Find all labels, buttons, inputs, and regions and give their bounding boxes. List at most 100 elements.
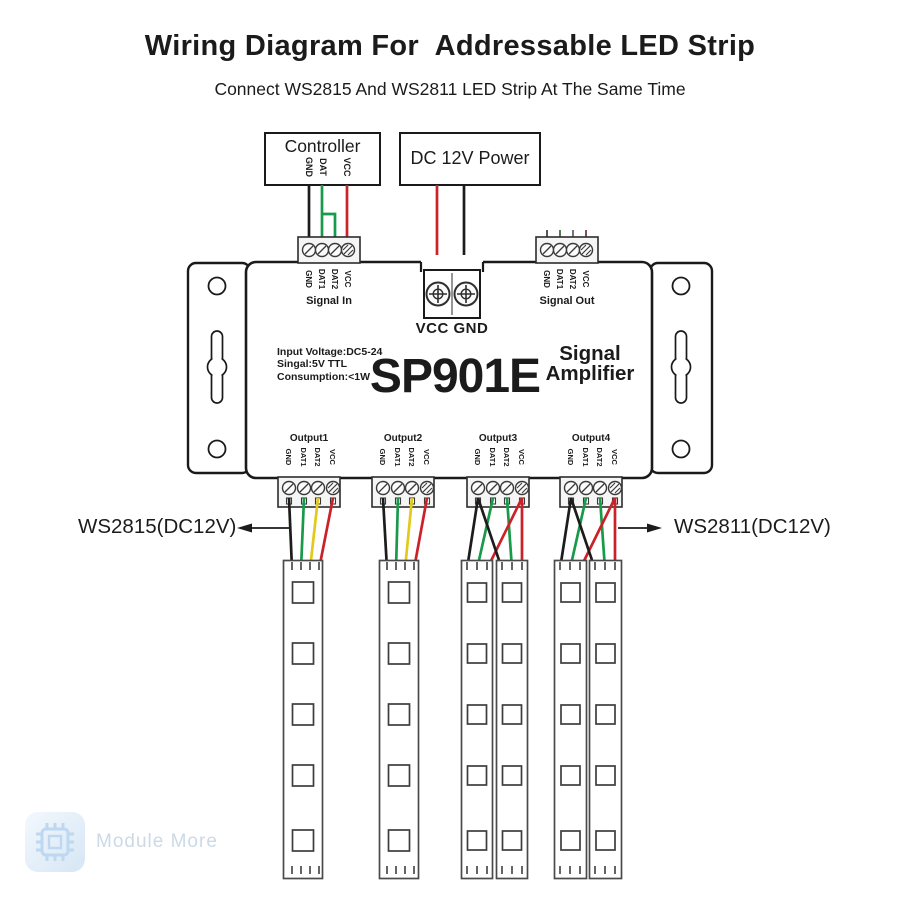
output4-pin-dat1: DAT1 xyxy=(581,447,591,467)
mount-hole xyxy=(671,439,691,459)
led-chip xyxy=(387,703,411,726)
watermark-text: Module More xyxy=(96,831,218,852)
power-terminal-label: VCC GND xyxy=(415,320,489,337)
led-chip xyxy=(291,764,315,787)
watermark-logo xyxy=(25,812,85,872)
ws2811-strip-2 xyxy=(495,559,529,880)
controller-pin-gnd: GND xyxy=(304,157,314,177)
controller-wires xyxy=(307,185,349,244)
led-chip xyxy=(595,830,616,851)
power-label: DC 12V Power xyxy=(410,148,530,168)
output4-pin-gnd: GND xyxy=(566,448,576,466)
controller-label: Controller xyxy=(284,136,361,156)
led-chip xyxy=(387,829,411,852)
spec-signal: Singal:5V TTL xyxy=(277,358,348,371)
led-chip xyxy=(466,643,488,664)
arrowhead-left-icon xyxy=(237,523,252,533)
device-type: Signal Amplifier xyxy=(528,344,652,383)
ws2811-strip-4 xyxy=(588,559,623,880)
output4-pin-dat2: DAT2 xyxy=(595,447,605,467)
output2-pin-vcc: VCC xyxy=(422,449,432,465)
screw-icon xyxy=(453,281,479,307)
ws2815-strip-2 xyxy=(378,559,420,880)
led-chip xyxy=(466,765,488,786)
signal-out-pin-gnd: GND xyxy=(542,270,552,288)
output3-label: Output3 xyxy=(478,433,518,444)
screw-icon xyxy=(514,480,530,496)
led-chip xyxy=(466,830,488,851)
controller-box xyxy=(264,132,381,186)
device-type-line1: Signal xyxy=(559,342,621,365)
power-box xyxy=(399,132,541,186)
screw-icon xyxy=(552,242,568,258)
output2-connector xyxy=(371,476,435,508)
screw-icon xyxy=(404,480,420,496)
output-wires xyxy=(287,497,617,570)
ws2811-label: WS2811(DC12V) xyxy=(674,515,831,538)
ws2811-strip-1 xyxy=(460,559,494,880)
output2-pin-dat1: DAT1 xyxy=(393,447,403,467)
mount-hole xyxy=(671,276,691,296)
led-chip xyxy=(560,582,581,603)
wire-dat-fork xyxy=(320,185,337,244)
led-chip xyxy=(501,582,523,603)
output4-label: Output4 xyxy=(571,433,611,444)
screw-icon xyxy=(325,480,341,496)
power-terminal xyxy=(419,255,485,319)
page-subtitle: Connect WS2815 And WS2811 LED Strip At T… xyxy=(214,79,686,99)
controller-pin-dat: DAT xyxy=(318,158,328,176)
ws2811-strip-3 xyxy=(553,559,588,880)
signal-in-label: Signal In xyxy=(306,295,352,307)
screw-icon xyxy=(390,480,406,496)
chip-icon xyxy=(36,823,74,861)
output1-connector xyxy=(277,476,341,508)
screw-icon xyxy=(499,480,515,496)
led-chip xyxy=(466,582,488,603)
ws2815-label: WS2815(DC12V) xyxy=(78,515,237,538)
output1-pin-dat1: DAT1 xyxy=(299,447,309,467)
signal-in-connector xyxy=(297,236,361,264)
screw-icon xyxy=(340,242,356,258)
led-chip xyxy=(387,581,411,604)
led-chip xyxy=(595,765,616,786)
mount-hole xyxy=(207,276,227,296)
mounting-ears xyxy=(186,261,714,475)
led-chip xyxy=(291,829,315,852)
spec-consumption: Consumption:<1W xyxy=(277,370,371,383)
controller-pin-vcc: VCC xyxy=(342,157,352,177)
signal-out-pin-dat2: DAT2 xyxy=(568,268,578,290)
signal-out-pin-vcc: VCC xyxy=(581,270,591,288)
screw-icon xyxy=(485,480,501,496)
arrowhead-right-icon xyxy=(647,523,662,533)
screw-icon xyxy=(470,480,486,496)
led-chip xyxy=(560,765,581,786)
signal-out-pin-dat1: DAT1 xyxy=(555,268,565,290)
screw-icon xyxy=(539,242,555,258)
screw-icon xyxy=(578,480,594,496)
spec-lines: Input Voltage:DC5-24 Singal:5V TTL Consu… xyxy=(277,346,382,383)
screw-icon xyxy=(592,480,608,496)
screw-icon xyxy=(425,281,451,307)
output3-pin-dat2: DAT2 xyxy=(502,447,512,467)
led-chip xyxy=(595,704,616,725)
signal-in-pin-dat2: DAT2 xyxy=(330,268,340,290)
led-chip xyxy=(501,643,523,664)
led-chip xyxy=(595,582,616,603)
screw-icon xyxy=(310,480,326,496)
ws2811-arrow xyxy=(618,523,662,533)
output4-pin-vcc: VCC xyxy=(610,449,620,465)
led-chip xyxy=(291,642,315,665)
output2-pin-dat2: DAT2 xyxy=(407,447,417,467)
screw-icon xyxy=(419,480,435,496)
model-name: SP901E xyxy=(369,350,541,403)
led-strips xyxy=(282,559,623,880)
led-chip xyxy=(560,704,581,725)
output2-label: Output2 xyxy=(383,433,423,444)
screw-icon xyxy=(314,242,330,258)
led-chip xyxy=(501,765,523,786)
ws2815-strip-1 xyxy=(282,559,324,880)
output3-pin-gnd: GND xyxy=(473,448,483,466)
screw-icon xyxy=(563,480,579,496)
